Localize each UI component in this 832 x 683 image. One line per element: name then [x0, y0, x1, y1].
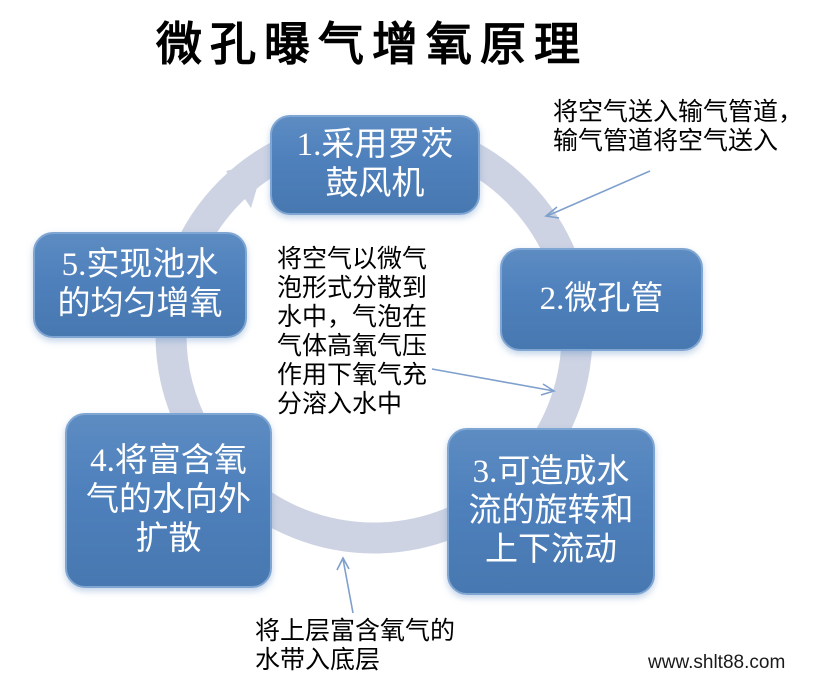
watermark-url: www.shlt88.com [648, 652, 786, 673]
step-label: 5.实现池水 的均匀增氧 [57, 247, 223, 322]
annotation-bubble-dissolve: 将空气以微气 泡形式分散到 水中，气泡在 气体高氧气压 作用下氧气充 分溶入水中 [277, 246, 428, 418]
cycle-ring-arrowhead-icon [226, 161, 265, 208]
step-box-micropore-pipe: 2.微孔管 [500, 248, 703, 351]
step-label: 4.将富含氧 气的水向外 扩散 [86, 443, 251, 557]
annotation-air-to-pipe: 将空气送入输气管道， 输气管道将空气送入 [553, 99, 804, 155]
step-label: 2.微孔管 [539, 281, 664, 317]
step-box-water-flow: 3.可造成水 流的旋转和 上下流动 [447, 428, 655, 595]
step-label: 1.采用罗茨 鼓风机 [296, 127, 454, 202]
step-box-oxygen-diffusion: 4.将富含氧 气的水向外 扩散 [65, 413, 272, 588]
step-label: 3.可造成水 流的旋转和 上下流动 [468, 454, 634, 568]
connector-arrow-water-to-bottom [336, 556, 354, 614]
page-title: 微孔曝气增氧原理 [156, 19, 588, 70]
step-box-uniform-aeration: 5.实现池水 的均匀增氧 [33, 232, 247, 338]
annotation-water-to-bottom: 将上层富含氧气的 水带入底层 [255, 618, 456, 674]
connector-arrow-air-to-pipe [544, 170, 651, 219]
connector-arrow-bubble-dissolve [431, 368, 556, 396]
step-box-blower: 1.采用罗茨 鼓风机 [270, 115, 480, 215]
